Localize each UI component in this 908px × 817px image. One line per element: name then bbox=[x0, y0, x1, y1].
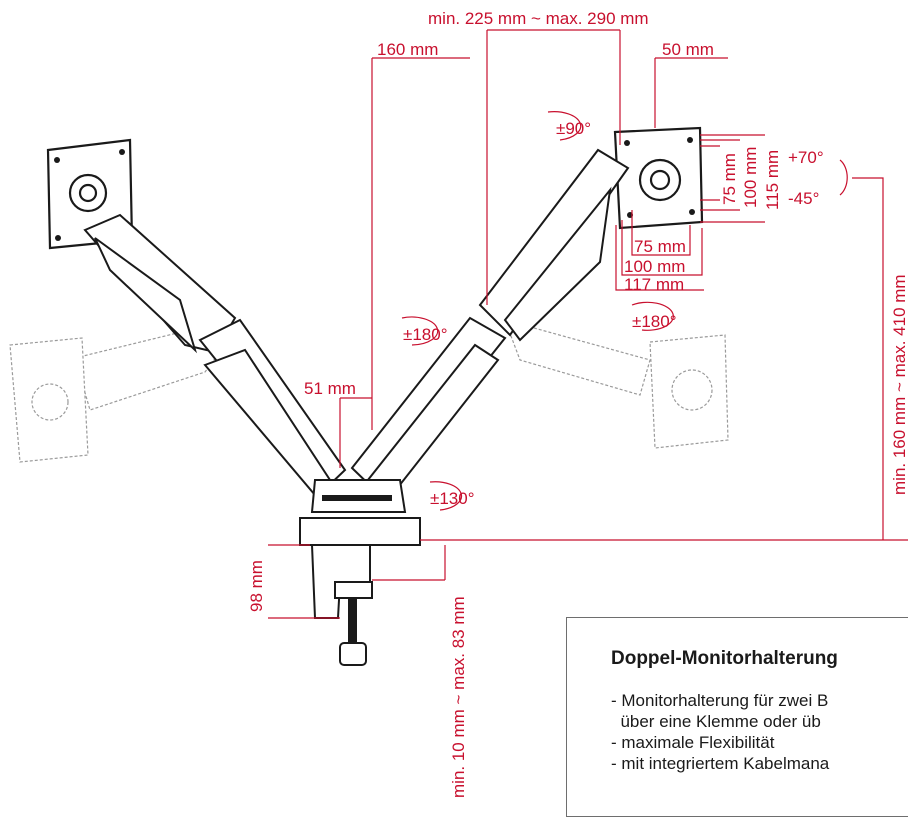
right-upper-arm bbox=[478, 148, 630, 342]
vesa-v1-label: 75 mm bbox=[720, 153, 739, 205]
pole-width-label: 51 mm bbox=[304, 379, 356, 398]
reach-range-label: min. 225 mm ~ max. 290 mm bbox=[428, 9, 649, 28]
arm-offset-label: 160 mm bbox=[377, 40, 438, 59]
vesa-v3-label: 115 mm bbox=[763, 150, 782, 210]
center-column bbox=[299, 479, 421, 546]
feature-list: - Monitorhalterung für zwei B über eine … bbox=[611, 690, 908, 774]
product-info-box: Doppel-Monitorhalterung - Monitorhalteru… bbox=[566, 617, 908, 817]
tilt-down-label: -45° bbox=[788, 189, 819, 208]
rotate-angle-label: ±90° bbox=[556, 119, 591, 138]
feature-item: - maximale Flexibilität bbox=[611, 733, 775, 752]
vesa-h2-label: 100 mm bbox=[624, 257, 685, 276]
clamp-height-label: 98 mm bbox=[247, 560, 266, 612]
monitor-mount-diagram: min. 225 mm ~ max. 290 mm 160 mm 50 mm 5… bbox=[9, 9, 908, 798]
vesa-h1-label: 75 mm bbox=[634, 237, 686, 256]
left-upper-arm bbox=[83, 213, 237, 354]
feature-item: - mit integriertem Kabelmana bbox=[611, 754, 830, 773]
feature-item: - Monitorhalterung für zwei B bbox=[611, 691, 829, 710]
left-lower-arm bbox=[198, 318, 347, 497]
desk-clamp bbox=[310, 544, 373, 666]
plate-offset-label: 50 mm bbox=[662, 40, 714, 59]
swivel-base-label: ±130° bbox=[430, 489, 475, 508]
vesa-v2-label: 100 mm bbox=[741, 147, 760, 208]
swivel-arm-label: ±180° bbox=[632, 312, 677, 331]
height-range-label: min. 160 mm ~ max. 410 mm bbox=[890, 274, 908, 495]
ghost-right-arm bbox=[504, 319, 729, 449]
tilt-up-label: +70° bbox=[788, 148, 824, 167]
swivel-head-label: ±180° bbox=[403, 325, 448, 344]
rotation-arcs bbox=[401, 111, 848, 511]
clamp-range-label: min. 10 mm ~ max. 83 mm bbox=[449, 596, 468, 798]
vesa-h3-label: 117 mm bbox=[624, 275, 684, 294]
feature-item: über eine Klemme oder üb bbox=[611, 712, 821, 731]
product-title: Doppel-Monitorhalterung bbox=[611, 648, 838, 669]
right-lower-arm bbox=[350, 316, 507, 502]
dimension-lines bbox=[268, 29, 908, 619]
right-vesa-plate bbox=[613, 126, 704, 230]
